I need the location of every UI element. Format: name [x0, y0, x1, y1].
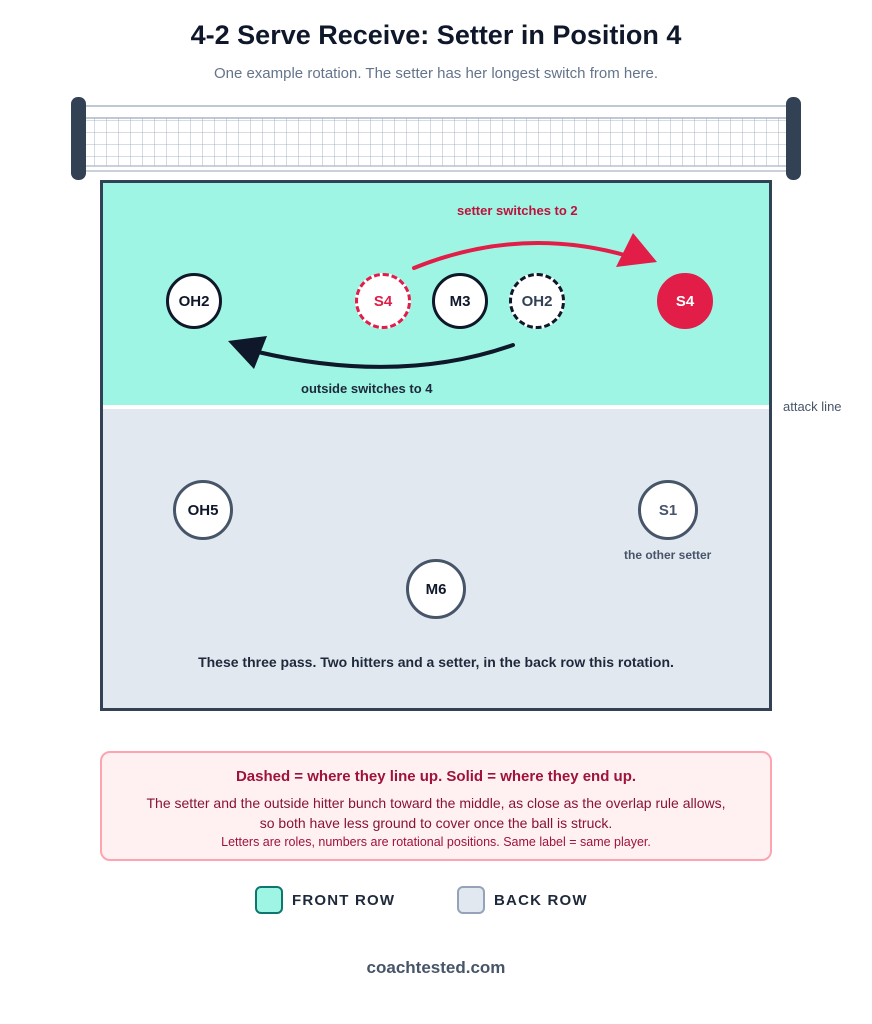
page-title: 4-2 Serve Receive: Setter in Position 4 — [190, 20, 682, 50]
legend-front-label: FRONT ROW — [292, 891, 396, 909]
pass-note: These three pass. Two hitters and a sett… — [198, 654, 674, 670]
note-body: The setter and the outside hitter bunch … — [146, 795, 726, 831]
volleyball-net — [71, 97, 801, 180]
player-oh2-lineup: OH2 — [509, 273, 565, 329]
legend-back-label: BACK ROW — [494, 891, 588, 909]
front-row-swatch — [255, 886, 283, 914]
footer-site: coachtested.com — [366, 958, 506, 977]
legend-back-row: BACK ROW — [457, 886, 588, 914]
player-m6: M6 — [406, 559, 466, 619]
player-s4-end: S4 — [657, 273, 713, 329]
player-oh2-end: OH2 — [166, 273, 222, 329]
attack-line — [103, 405, 769, 409]
outside-switch-label: outside switches to 4 — [301, 381, 433, 396]
player-s4-lineup: S4 — [355, 273, 411, 329]
note-headline: Dashed = where they line up. Solid = whe… — [235, 768, 637, 785]
player-s1: S1 — [638, 480, 698, 540]
note-footnote: Letters are roles, numbers are rotationa… — [221, 835, 651, 849]
net-post-right — [786, 97, 801, 180]
back-row-swatch — [457, 886, 485, 914]
other-setter-label: the other setter — [624, 548, 712, 562]
volleyball-court — [100, 180, 772, 711]
player-m3: M3 — [432, 273, 488, 329]
attack-line-label: attack line — [783, 399, 842, 414]
player-oh5: OH5 — [173, 480, 233, 540]
page-subtitle: One example rotation. The setter has her… — [213, 65, 659, 82]
legend-front-row: FRONT ROW — [255, 886, 395, 914]
setter-switch-label: setter switches to 2 — [457, 203, 578, 218]
net-post-left — [71, 97, 86, 180]
explanation-note: Dashed = where they line up. Solid = whe… — [100, 751, 772, 861]
